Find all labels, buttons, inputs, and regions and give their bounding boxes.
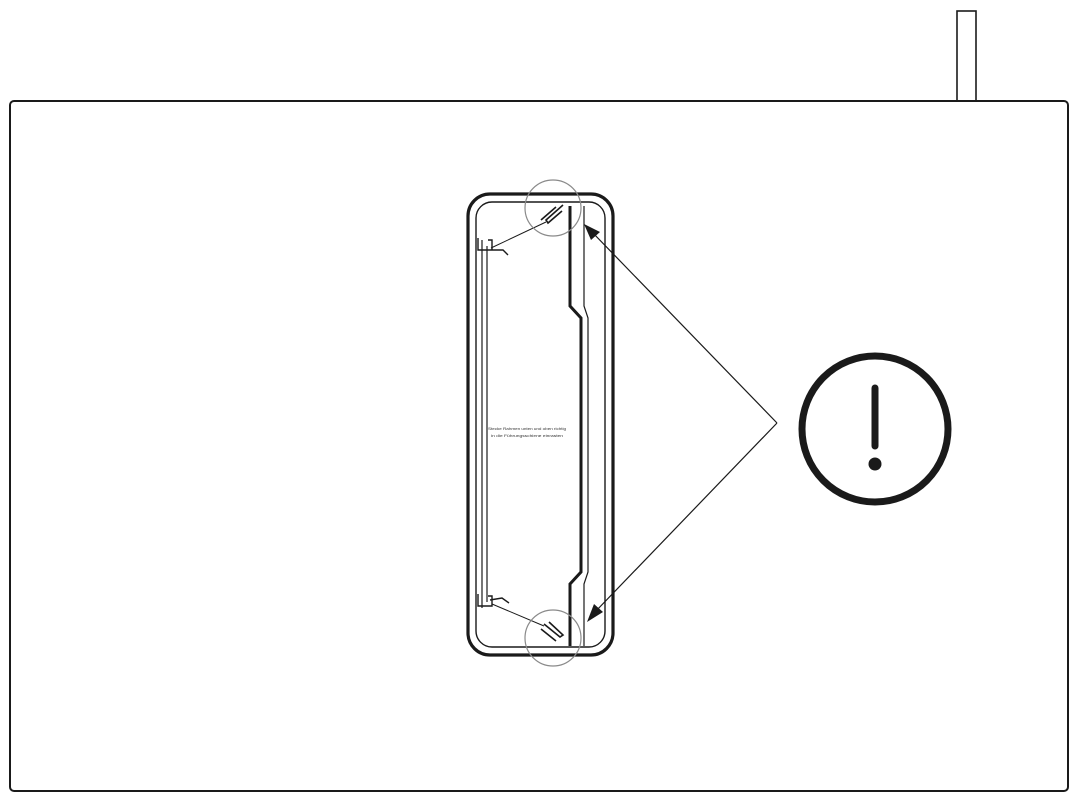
- right-guide-rail: [568, 206, 583, 646]
- frame-inner: [475, 201, 606, 648]
- frame-caption-line-2: in die Führungsschiene einrasten: [491, 433, 563, 438]
- arrow-icon-bottom: [587, 604, 603, 622]
- leader-line-top: [591, 231, 778, 424]
- top-spring-wire: [490, 221, 547, 249]
- frame-assembly: Stecke Rahmen unten und oben richtig in …: [466, 192, 615, 657]
- top-left-clip: [477, 238, 509, 256]
- bottom-right-clip: [540, 621, 565, 642]
- bottom-spring-wire: [491, 603, 545, 627]
- frame-outer: [466, 192, 615, 657]
- panel-outline: [9, 100, 1069, 792]
- right-guide-rail-inner: [583, 206, 589, 646]
- exclamation-circle-icon: [798, 352, 952, 506]
- post: [956, 10, 977, 102]
- leader-line-bottom: [594, 422, 778, 613]
- top-right-clip: [540, 204, 564, 225]
- arrow-icon-top: [584, 224, 600, 240]
- bottom-left-clip: [477, 594, 510, 607]
- callout-circle-icon-top: [524, 179, 582, 237]
- frame-caption-line-1: Stecke Rahmen unten und oben richtig: [488, 426, 566, 431]
- callout-circle-icon-bottom: [524, 609, 582, 667]
